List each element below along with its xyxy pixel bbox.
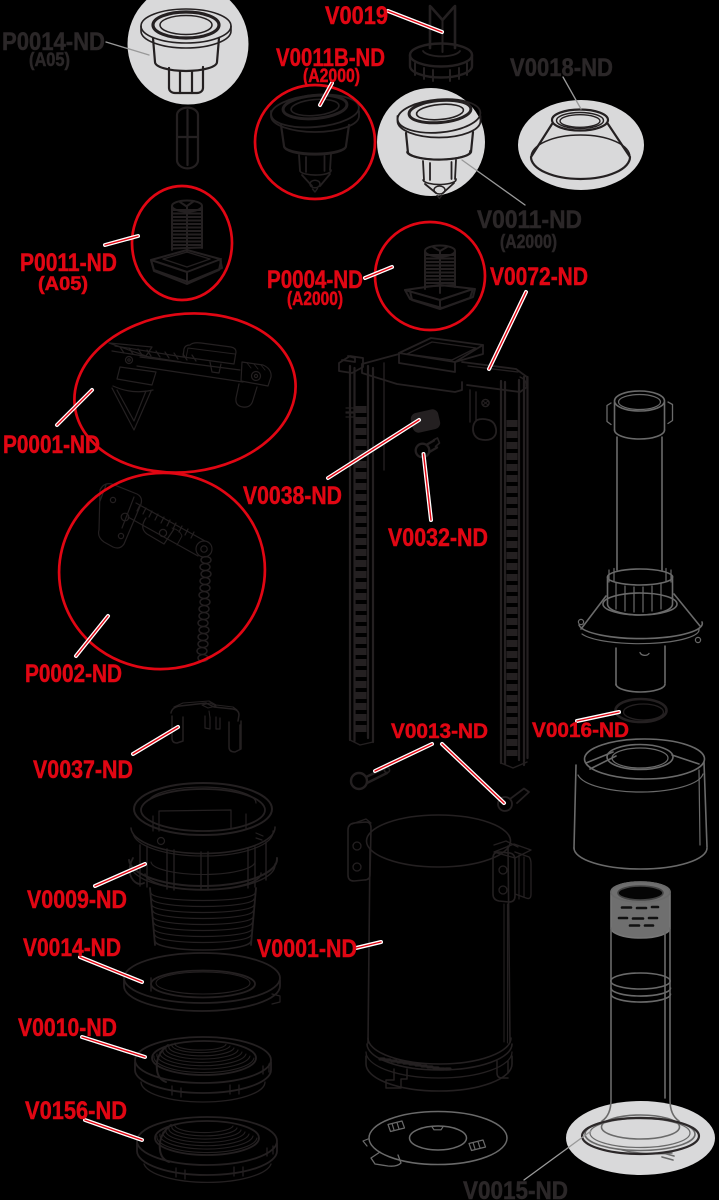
svg-text:(A05): (A05) <box>38 274 88 295</box>
svg-text:V0011-ND: V0011-ND <box>477 206 582 234</box>
svg-text:(A2000): (A2000) <box>500 232 557 253</box>
svg-text:V0016-ND: V0016-ND <box>532 719 629 742</box>
svg-text:V0010-ND: V0010-ND <box>18 1014 117 1042</box>
svg-text:V0011B-ND: V0011B-ND <box>276 44 385 72</box>
svg-text:V0018-ND: V0018-ND <box>510 54 613 82</box>
svg-text:V0038-ND: V0038-ND <box>243 482 342 510</box>
svg-text:(A05): (A05) <box>29 50 70 71</box>
svg-text:V0072-ND: V0072-ND <box>490 263 588 291</box>
svg-text:P0011-ND: P0011-ND <box>20 249 117 277</box>
svg-text:(A2000): (A2000) <box>303 66 360 87</box>
svg-text:P0001-ND: P0001-ND <box>3 431 100 459</box>
svg-text:V0014-ND: V0014-ND <box>23 934 121 962</box>
svg-text:V0009-ND: V0009-ND <box>27 886 127 914</box>
svg-text:V0001-ND: V0001-ND <box>257 935 357 963</box>
svg-text:P0014-ND: P0014-ND <box>2 28 105 56</box>
svg-text:V0032-ND: V0032-ND <box>388 524 488 552</box>
svg-text:V0015-ND: V0015-ND <box>463 1177 568 1200</box>
svg-text:P0004-ND: P0004-ND <box>267 266 363 294</box>
svg-text:V0037-ND: V0037-ND <box>33 756 133 784</box>
svg-text:V0013-ND: V0013-ND <box>391 720 488 743</box>
svg-text:P0002-ND: P0002-ND <box>25 660 122 688</box>
svg-text:(A2000): (A2000) <box>287 289 343 310</box>
svg-text:V0019: V0019 <box>325 2 388 30</box>
svg-text:V0156-ND: V0156-ND <box>25 1097 127 1125</box>
